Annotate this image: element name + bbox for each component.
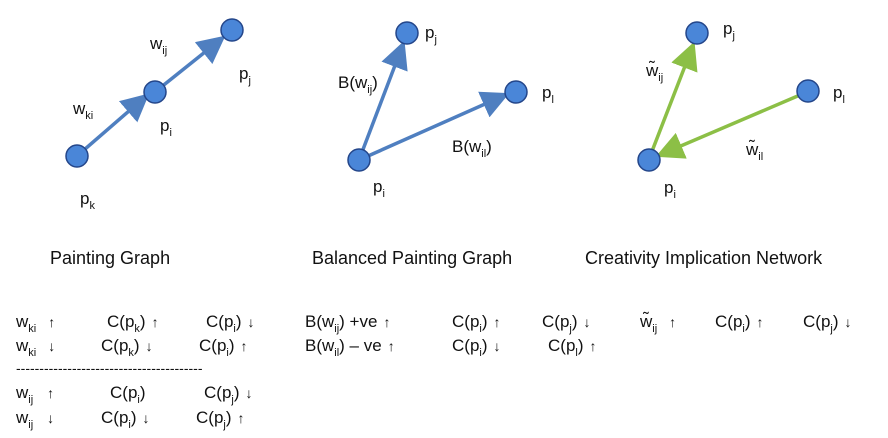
caption-painting-graph: Painting Graph (50, 248, 170, 268)
rule-balanced-2: B(wil) – ve↑ C(pi)↓ C(pl)↑ (305, 336, 597, 359)
rule-4: wij↓ C(pi)↓ C(pj)↑ (15, 408, 245, 431)
rule-2: wki↓ C(pk)↓ C(pi)↑ (15, 336, 248, 359)
label-pj: pj (239, 64, 251, 87)
creativity-implication-network: pi pj pl w̃ij w̃il Creativity Implicatio… (585, 19, 845, 268)
node-pj (685, 21, 709, 45)
node-pk (65, 144, 89, 168)
node-pi (143, 80, 167, 104)
label-pi: pi (664, 178, 676, 201)
edge-pi-pl (358, 91, 510, 162)
label-pj: pj (723, 19, 735, 42)
edge-pk-pi (75, 93, 150, 158)
rule-3: wij↑ C(pi) C(pj)↓ (15, 383, 253, 406)
creativity-network-rules: w̃ij↑ C(pi)↑ C(pj)↓ (639, 311, 852, 335)
edge-pi-pj (357, 40, 408, 161)
caption-balanced-painting-graph: Balanced Painting Graph (312, 248, 512, 268)
painting-graph-rules: wki↑ C(pk)↑ C(pi)↓ wki↓ C(pk)↓ C(pi)↑ --… (15, 312, 255, 431)
node-pj (220, 18, 244, 42)
painting-graph: pk pi pj wki wij Painting Graph (50, 18, 251, 268)
caption-creativity-implication-network: Creativity Implication Network (585, 248, 823, 268)
edge-pl-pi (655, 90, 808, 159)
label-bwij: B(wij) (338, 73, 378, 96)
edge-pi-pj (153, 35, 226, 94)
label-bwil: B(wil) (452, 137, 492, 160)
label-pl: pl (833, 83, 845, 106)
label-wij: wij (149, 34, 167, 57)
rule-separator: ---------------------------------------- (16, 360, 203, 376)
node-pj (395, 21, 419, 45)
label-wij-tilde: w̃ij (645, 60, 663, 84)
label-pj: pj (425, 23, 437, 46)
balanced-graph-rules: B(wij) +ve↑ C(pi)↑ C(pj)↓ B(wil) – ve↑ C… (305, 312, 597, 359)
node-pl (504, 80, 528, 104)
node-pi (347, 148, 371, 172)
node-pi (637, 148, 661, 172)
label-wki: wki (72, 99, 93, 122)
label-pl: pl (542, 83, 554, 106)
rule-creativity-1: w̃ij↑ C(pi)↑ C(pj)↓ (639, 311, 852, 335)
label-pi: pi (160, 116, 172, 139)
label-pi: pi (373, 177, 385, 200)
rule-balanced-1: B(wij) +ve↑ C(pi)↑ C(pj)↓ (305, 312, 591, 335)
balanced-painting-graph: pi pj pl B(wij) B(wil) Balanced Painting… (312, 21, 554, 268)
rule-1: wki↑ C(pk)↑ C(pi)↓ (15, 312, 255, 335)
node-pl (796, 79, 820, 103)
label-wil-tilde: w̃il (745, 139, 763, 163)
label-pk: pk (80, 189, 95, 212)
